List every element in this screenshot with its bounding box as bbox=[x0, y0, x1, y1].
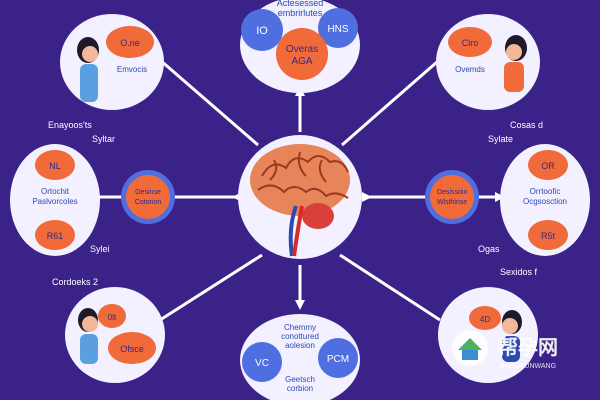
bottom-caption-3: aolesion bbox=[285, 341, 315, 350]
watermark-subtitle: BANGYUNWANG bbox=[500, 363, 556, 370]
top-left-node: O.ne Emvocis bbox=[60, 14, 164, 110]
top-left-bubble bbox=[60, 14, 164, 110]
side-label-right-1: Cosas d bbox=[510, 120, 543, 130]
arrow-down bbox=[295, 300, 305, 310]
mid-left-node: Oesinse Cotonon bbox=[121, 170, 175, 224]
side-label-left-3: Sylei bbox=[90, 244, 110, 254]
bottom-right-oval-label: 4D bbox=[480, 315, 490, 324]
top-right-oval bbox=[448, 27, 492, 57]
brain-icon bbox=[250, 144, 350, 257]
mid-right-label-2: Wlsthinse bbox=[437, 199, 467, 206]
connector-bottom-right bbox=[339, 253, 441, 322]
bottom-sub-1: Geetsch bbox=[285, 375, 315, 384]
top-right-circle bbox=[318, 8, 358, 48]
left-oval-2-label: R61 bbox=[47, 231, 64, 241]
mid-right-node: Oesissoin Wlsthinse bbox=[425, 170, 479, 224]
bottom-caption-2: conottured bbox=[281, 332, 319, 341]
bottom-right-oval bbox=[469, 306, 501, 330]
side-label-right-4: Sexidos f bbox=[500, 267, 538, 277]
house-logo-icon bbox=[452, 330, 488, 366]
connector-bottom-left bbox=[159, 253, 263, 322]
connectors bbox=[95, 53, 500, 322]
side-label-left-1: Enayoos'ts bbox=[48, 120, 92, 130]
left-bubble bbox=[10, 144, 100, 256]
right-bubble bbox=[500, 144, 590, 256]
connector-top-right bbox=[341, 53, 446, 147]
top-node: Actesessed embrirlutes IO HNS Overas AGA bbox=[240, 0, 360, 93]
top-left-oval bbox=[106, 26, 154, 58]
bottom-left-oval-1-label: 0lt bbox=[108, 313, 117, 322]
left-oval-1-label: NL bbox=[49, 161, 61, 171]
bottom-left-circle-label: VC bbox=[255, 358, 269, 369]
person-icon bbox=[504, 35, 527, 92]
top-right-bubble bbox=[436, 14, 540, 110]
right-oval-1-label: OR bbox=[541, 161, 555, 171]
mid-left-label-2: Cotonon bbox=[135, 199, 162, 206]
mid-left-label-1: Oesinse bbox=[135, 189, 161, 196]
top-left-oval-label: O.ne bbox=[120, 38, 140, 48]
bottom-left-oval-1 bbox=[98, 304, 126, 328]
side-labels: Enayoos'ts Syltar Sylei Cordoeks 2 Cosas… bbox=[48, 120, 543, 287]
bottom-left-bubble bbox=[65, 287, 165, 383]
side-label-left-2: Syltar bbox=[92, 134, 115, 144]
right-node: OR Orrtoofic Ocgsosction R5t bbox=[500, 144, 590, 256]
top-right-node: Clro Ovemds bbox=[436, 14, 540, 110]
person-icon bbox=[502, 310, 522, 362]
left-oval-2 bbox=[35, 220, 75, 250]
person-icon bbox=[77, 37, 99, 102]
arrow-right bbox=[362, 192, 372, 202]
left-label-2: Paslvorcoles bbox=[32, 197, 77, 206]
bottom-right-circle-label: PCM bbox=[327, 354, 349, 365]
top-center-circle bbox=[276, 28, 328, 80]
connector-top-left bbox=[159, 58, 259, 147]
top-caption-1: Actesessed bbox=[277, 0, 324, 8]
side-label-right-2: Sylate bbox=[488, 134, 513, 144]
left-oval-1 bbox=[35, 150, 75, 180]
mid-right-circle bbox=[430, 175, 474, 219]
bottom-right-circle bbox=[318, 338, 358, 378]
top-right-label: Ovemds bbox=[455, 65, 485, 74]
left-node: NL Ortochit Paslvorcoles R61 bbox=[10, 144, 100, 256]
arrow-right-outer bbox=[495, 192, 505, 202]
right-oval-2 bbox=[528, 220, 568, 250]
bottom-caption-1: Chemmy bbox=[284, 323, 316, 332]
bottom-left-node: 0lt Ofsce bbox=[65, 287, 165, 383]
left-label-1: Ortochit bbox=[41, 187, 70, 196]
watermark: 帮孕网 BANGYUNWANG bbox=[452, 330, 558, 370]
bottom-left-circle bbox=[242, 342, 282, 382]
right-oval-1 bbox=[528, 150, 568, 180]
side-label-right-3: Ogas bbox=[478, 244, 500, 254]
side-label-left-4: Cordoeks 2 bbox=[52, 277, 98, 287]
top-center-label-2: AGA bbox=[291, 56, 312, 67]
top-center-label-1: Overas bbox=[286, 44, 318, 55]
bottom-sub-2: corbion bbox=[287, 384, 313, 393]
person-icon bbox=[78, 308, 98, 364]
right-oval-2-label: R5t bbox=[541, 231, 556, 241]
mid-right-label-1: Oesissoin bbox=[437, 189, 468, 196]
bottom-left-oval-2-label: Ofsce bbox=[120, 344, 144, 354]
top-caption-2: embrirlutes bbox=[278, 8, 323, 18]
mid-left-circle bbox=[126, 175, 170, 219]
center-node bbox=[238, 135, 362, 259]
watermark-title: 帮孕网 bbox=[498, 335, 558, 359]
top-right-oval-label: Clro bbox=[462, 38, 479, 48]
top-right-circle-label: HNS bbox=[327, 24, 348, 35]
right-label-2: Ocgsosction bbox=[523, 197, 567, 206]
bottom-node: Chemmy conottured aolesion VC PCM Geetsc… bbox=[240, 314, 360, 400]
top-left-circle bbox=[241, 9, 283, 51]
top-left-label: Emvocis bbox=[117, 65, 147, 74]
right-label-1: Orrtoofic bbox=[530, 187, 561, 196]
bottom-left-oval-2 bbox=[108, 332, 156, 364]
top-left-circle-label: IO bbox=[256, 25, 268, 37]
